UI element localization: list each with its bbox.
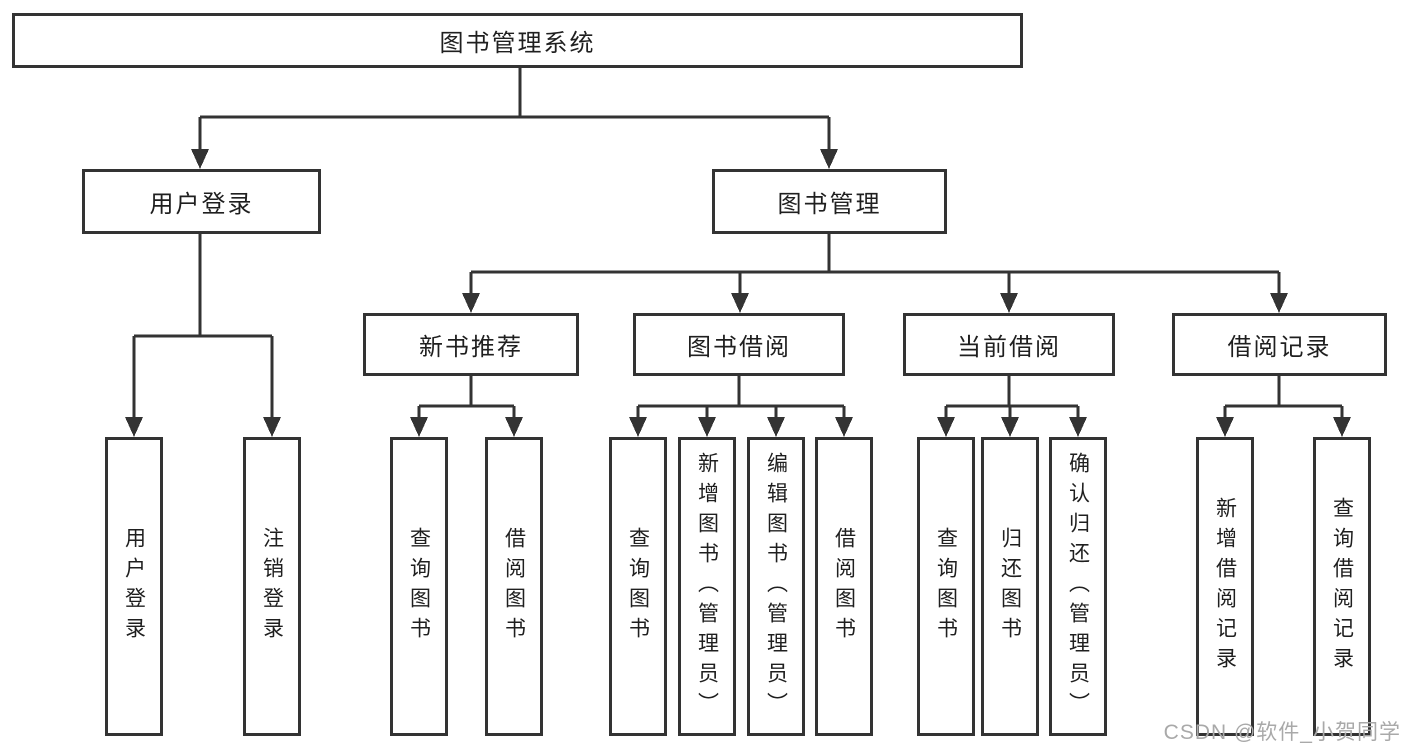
arrowhead-icon (462, 293, 480, 313)
arrowhead-icon (1000, 293, 1018, 313)
leaf-query-borrow-record: 查询借阅记录 (1313, 437, 1371, 736)
arrowhead-icon (1001, 417, 1019, 437)
leaf-return-book: 归还图书 (981, 437, 1039, 736)
node-book-borrow-label: 图书借阅 (687, 334, 791, 361)
node-user-login: 用户登录 (82, 169, 321, 234)
leaf-edit-book-admin-label: 编辑图书（管理员） (764, 451, 788, 722)
arrowhead-icon (1270, 293, 1288, 313)
node-book-management: 图书管理 (712, 169, 947, 234)
leaf-confirm-return-admin-label: 确认归还（管理员） (1066, 451, 1090, 722)
node-borrow-records-label: 借阅记录 (1227, 334, 1332, 361)
arrowhead-icon (937, 417, 955, 437)
leaf-add-borrow-record: 新增借阅记录 (1196, 437, 1254, 736)
leaf-logout-label: 注销登录 (260, 526, 284, 647)
node-new-book-recommend: 新书推荐 (363, 313, 579, 376)
leaf-add-borrow-record-label: 新增借阅记录 (1213, 496, 1237, 677)
leaf-query-book-borrow: 查询图书 (609, 437, 667, 736)
arrowhead-icon (629, 417, 647, 437)
leaf-borrow-book: 借阅图书 (815, 437, 873, 736)
arrowhead-icon (263, 417, 281, 437)
node-book-borrow: 图书借阅 (633, 313, 845, 376)
arrowhead-icon (1333, 417, 1351, 437)
arrowhead-icon (125, 417, 143, 437)
leaf-query-borrow-record-label: 查询借阅记录 (1330, 496, 1354, 677)
leaf-query-book-recommend: 查询图书 (390, 437, 448, 736)
arrowhead-icon (191, 149, 209, 169)
connector-current-borrow-children (937, 376, 1087, 437)
arrowhead-icon (698, 417, 716, 437)
csdn-watermark: CSDN @软件_小贺同学 (1163, 721, 1401, 744)
leaf-confirm-return-admin: 确认归还（管理员） (1049, 437, 1107, 736)
leaf-query-book-current: 查询图书 (917, 437, 975, 736)
node-current-borrow-label: 当前借阅 (957, 334, 1061, 361)
leaf-add-book-admin: 新增图书（管理员） (678, 437, 736, 736)
arrowhead-icon (1216, 417, 1234, 437)
connector-borrow-records-children (1216, 376, 1351, 437)
connector-book-management-children (462, 234, 1288, 313)
arrowhead-icon (731, 293, 749, 313)
leaf-logout: 注销登录 (243, 437, 301, 736)
connector-book-borrow-children (629, 376, 853, 437)
node-new-book-recommend-label: 新书推荐 (419, 334, 523, 361)
leaf-query-book-recommend-label: 查询图书 (407, 526, 431, 647)
leaf-query-book-current-label: 查询图书 (934, 526, 958, 647)
node-book-management-label: 图书管理 (777, 191, 882, 218)
leaf-borrow-book-label: 借阅图书 (832, 526, 856, 647)
arrowhead-icon (505, 417, 523, 437)
leaf-add-book-admin-label: 新增图书（管理员） (695, 451, 719, 722)
arrowhead-icon (410, 417, 428, 437)
arrowhead-icon (1069, 417, 1087, 437)
leaf-return-book-label: 归还图书 (998, 526, 1022, 647)
arrowhead-icon (767, 417, 785, 437)
node-borrow-records: 借阅记录 (1172, 313, 1387, 376)
leaf-query-book-borrow-label: 查询图书 (626, 526, 650, 647)
arrowhead-icon (820, 149, 838, 169)
leaf-edit-book-admin: 编辑图书（管理员） (747, 437, 805, 736)
leaf-borrow-book-recommend: 借阅图书 (485, 437, 543, 736)
node-system-root-label: 图书管理系统 (439, 30, 596, 57)
connector-new-book-children (410, 376, 523, 437)
arrowhead-icon (835, 417, 853, 437)
connector-user-login-children (125, 234, 281, 437)
node-current-borrow: 当前借阅 (903, 313, 1115, 376)
node-user-login-label: 用户登录 (149, 191, 254, 218)
leaf-user-login: 用户登录 (105, 437, 163, 736)
leaf-borrow-book-recommend-label: 借阅图书 (502, 526, 526, 647)
node-system-root: 图书管理系统 (12, 13, 1023, 68)
leaf-user-login-label: 用户登录 (122, 526, 146, 647)
connector-root-to-level2 (191, 68, 838, 169)
